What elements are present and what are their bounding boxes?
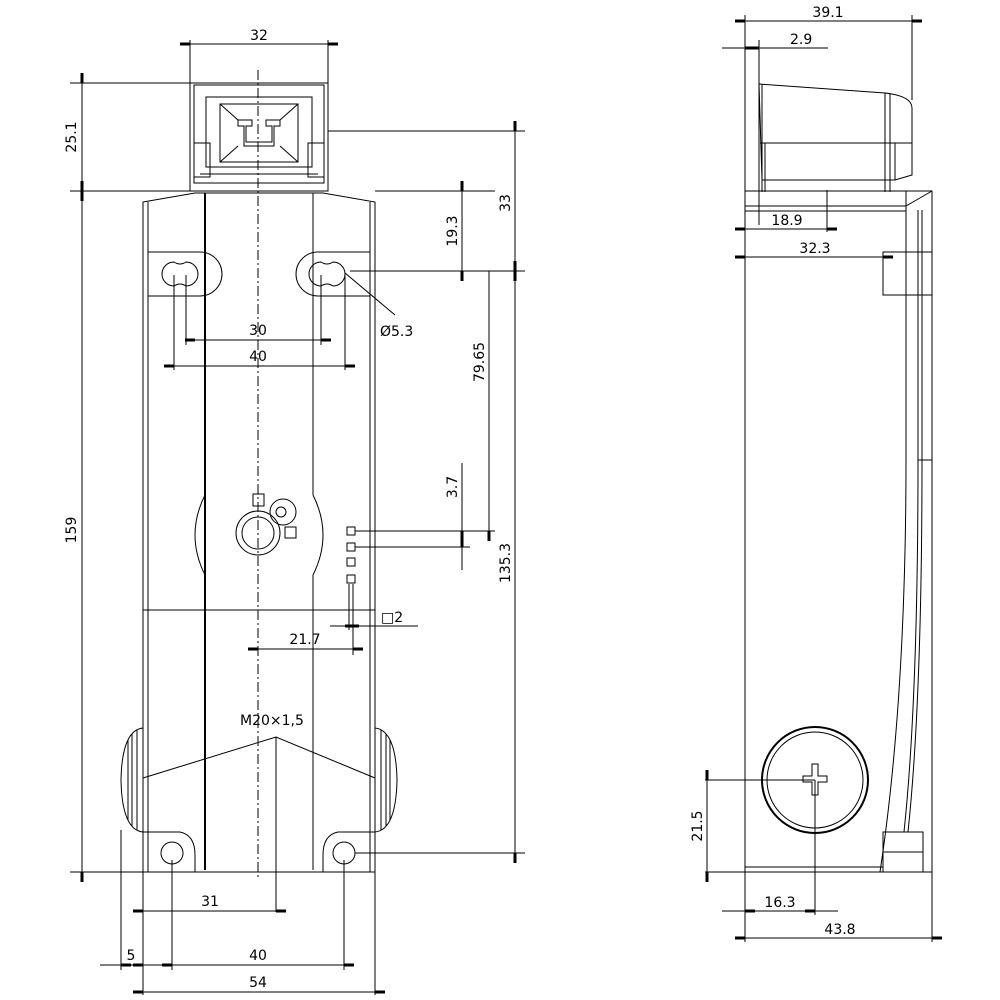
switch-body [120,192,398,912]
dim-slot-depth-1: 18.9 [771,213,802,229]
dim-slot-to-bottom-hole: 135.3 [498,543,514,583]
side-actuator [758,83,913,192]
dim-slot-to-led: 79.65 [472,342,488,382]
led-3 [346,557,356,567]
dim-slot-spacing-inner: 30 [249,323,267,339]
dim-base-depth: 43.8 [824,922,855,938]
dim-edge-offset: 5 [127,948,136,964]
dim-actuator-height: 25.1 [64,121,80,152]
dim-bottom-hole-spacing: 40 [249,948,267,964]
dim-gland-height: 21.5 [690,810,706,841]
dim-slot-spacing-outer: 40 [249,349,267,365]
side-view: 39.1 2.9 18.9 32.3 21.5 16.3 43.8 [690,5,942,942]
dim-side-gland-offset: 16.3 [764,895,795,911]
dim-led-size: □2 [381,610,403,626]
dim-gland-offset: 31 [201,894,219,910]
dim-top-width: 32 [250,28,268,44]
dim-head-to-slot: 33 [498,194,514,212]
dim-slot-offset: 19.3 [445,215,461,246]
side-dimensions: 39.1 2.9 18.9 32.3 21.5 16.3 43.8 [690,5,942,942]
screw-cross-icon [802,763,828,796]
led-1 [346,526,356,536]
dim-total-depth: 39.1 [812,5,843,21]
label-thread: M20×1,5 [240,713,304,729]
dim-led-offset: 21.7 [289,632,320,648]
front-dimensions: 32 25.1 159 19.3 33 30 40 Ø5.3 [64,28,525,995]
led-2 [346,542,356,552]
dim-actuator-offset: 2.9 [790,32,812,48]
front-view: 32 25.1 159 19.3 33 30 40 Ø5.3 [64,28,525,995]
dim-total-height: 159 [64,517,80,544]
actuator-head [189,82,329,192]
dim-slot-diameter: Ø5.3 [380,324,413,340]
led-4 [346,574,356,584]
dim-slot-depth-2: 32.3 [799,241,830,257]
unlocked-icon [284,526,297,539]
dim-led-pitch: 3.7 [445,476,461,498]
side-body [744,190,933,873]
dim-base-width: 54 [249,975,267,991]
